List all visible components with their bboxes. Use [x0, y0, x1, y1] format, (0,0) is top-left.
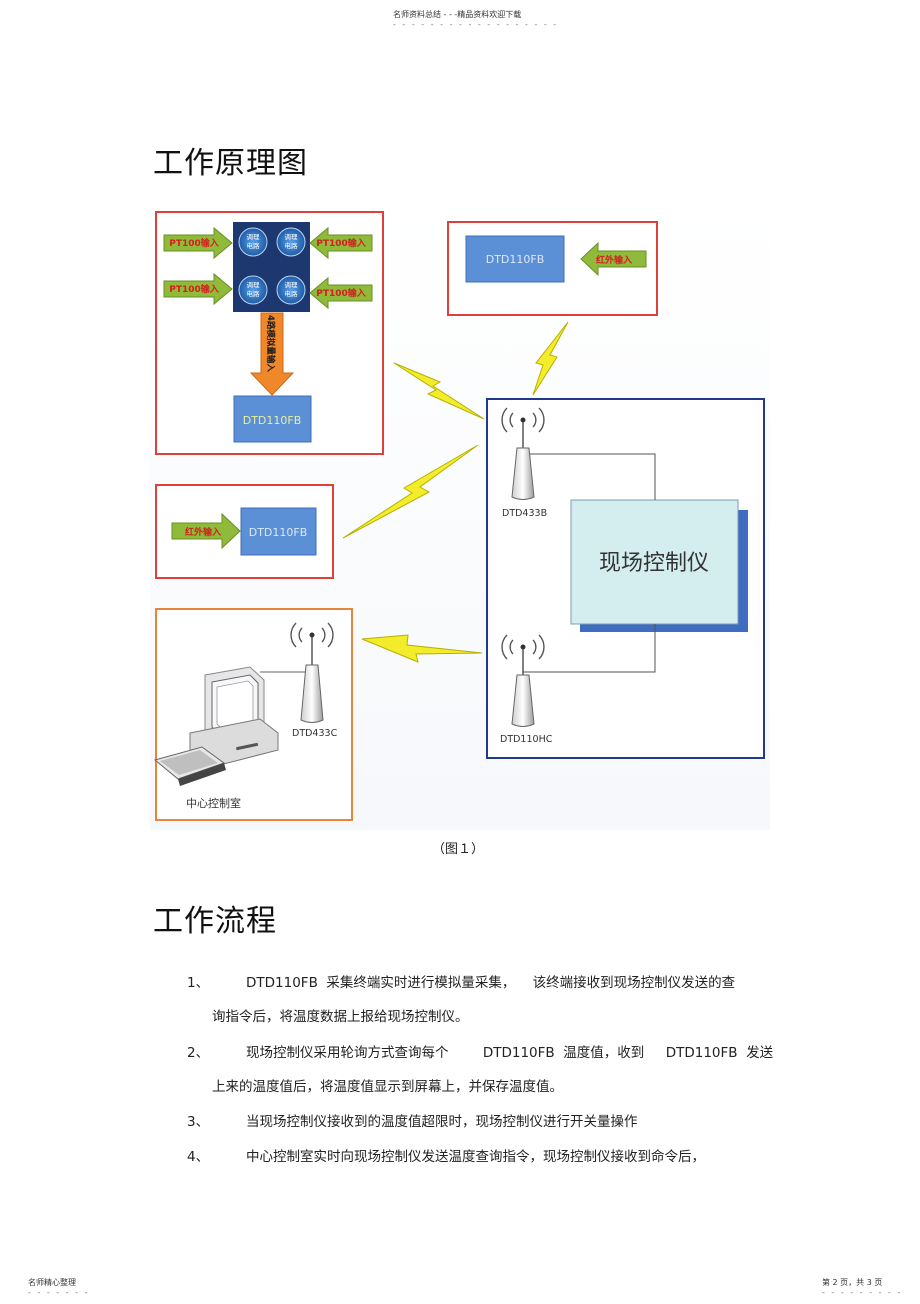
svg-text:电路: 电路 — [247, 241, 261, 250]
page-header: 名师资料总结 - - -精品资料欢迎下载 — [393, 10, 522, 19]
step-number: 4、 — [187, 1149, 210, 1165]
field-controller-label: 现场控制仪 — [599, 551, 709, 576]
center-room-label: 中心控制室 — [186, 796, 241, 810]
section-title-workflow: 工作流程 — [153, 904, 277, 939]
svg-text:调理: 调理 — [247, 280, 261, 289]
conditioning-circuit: 调理 电路 — [276, 275, 306, 305]
header-dots: - - - - - - - - - - - - - - - - - - — [393, 20, 559, 29]
wireless-link-icon — [532, 321, 569, 396]
link-dtd110hc — [523, 624, 656, 673]
svg-text:红外输入: 红外输入 — [596, 254, 632, 266]
svg-text:PT100输入: PT100输入 — [169, 237, 219, 249]
svg-text:调理: 调理 — [247, 232, 261, 241]
ir-input-arrow: 红外输入 — [171, 512, 241, 550]
svg-text:调理: 调理 — [285, 280, 299, 289]
svg-text:电路: 电路 — [247, 289, 261, 298]
step-text-line: 询指令后，将温度数据上报给现场控制仪。 — [212, 1009, 469, 1025]
antenna-icon — [501, 407, 545, 500]
antenna-icon — [290, 622, 334, 723]
pt100-input-arrow: PT100输入 — [163, 272, 233, 306]
svg-text:PT100输入: PT100输入 — [316, 287, 366, 299]
dtd110fb-label: DTD110FB — [249, 526, 308, 539]
dtd110fb-terminal — [240, 507, 317, 556]
pt100-input-arrow: PT100输入 — [309, 276, 373, 310]
ir-input-arrow: 红外输入 — [580, 241, 647, 277]
dtd110hc-label: DTD110HC — [500, 734, 553, 745]
dtd110fb-label: DTD110FB — [486, 253, 545, 266]
step-text-line: DTD110FB 采集终端实时进行模拟量采集， 该终端接收到现场控制仪发送的查 — [246, 975, 736, 991]
dtd433b-label: DTD433B — [502, 508, 547, 519]
pt100-input-arrow: PT100输入 — [309, 226, 373, 260]
step-text-line: 上来的温度值后，将温度值显示到屏幕上，并保存温度值。 — [212, 1079, 563, 1095]
conditioning-circuit: 调理 电路 — [238, 275, 268, 305]
section-title-diagram: 工作原理图 — [153, 146, 308, 181]
conditioning-circuit: 调理 电路 — [276, 227, 306, 257]
svg-text:调理: 调理 — [285, 232, 299, 241]
svg-text:PT100输入: PT100输入 — [316, 237, 366, 249]
link-dtd433b — [523, 453, 656, 500]
dtd110fb-terminal — [233, 395, 312, 443]
pt100-input-arrow: PT100输入 — [163, 226, 233, 260]
figure-caption: （图１） — [432, 842, 485, 857]
dtd110fb-terminal — [465, 235, 565, 283]
step-text-line: 当现场控制仪接收到的温度值超限时，现场控制仪进行开关量操作 — [246, 1114, 638, 1130]
svg-text:电路: 电路 — [285, 289, 299, 298]
analog-input-arrow: 4路模拟量输入 — [249, 312, 295, 396]
wireless-link-icon — [393, 362, 485, 420]
conditioning-circuit: 调理 电路 — [238, 227, 268, 257]
svg-text:4路模拟量输入: 4路模拟量输入 — [265, 315, 276, 372]
footer-left-dots: - - - - - - - — [28, 1288, 90, 1297]
svg-text:红外输入: 红外输入 — [185, 526, 221, 538]
svg-text:PT100输入: PT100输入 — [169, 283, 219, 295]
svg-text:电路: 电路 — [285, 241, 299, 250]
wireless-link-icon — [342, 444, 479, 539]
footer-page-number: 第 2 页，共 3 页 — [822, 1278, 883, 1287]
computer-icon — [153, 666, 279, 786]
wireless-link-icon — [361, 634, 483, 663]
working-principle-diagram: 调理 电路 调理 电路 调理 电路 调理 电路 PT100输入 PT100输入 … — [150, 205, 770, 830]
field-controller-box — [570, 499, 739, 625]
antenna-icon — [501, 634, 545, 727]
step-number: 1、 — [187, 975, 210, 991]
footer-left: 名师精心整理 — [28, 1278, 76, 1287]
step-number: 3、 — [187, 1114, 210, 1130]
step-number: 2、 — [187, 1045, 210, 1061]
footer-right-dots: - - - - - - - - - — [822, 1288, 903, 1297]
dtd433c-label: DTD433C — [292, 728, 338, 739]
step-text-line: 中心控制室实时向现场控制仪发送温度查询指令，现场控制仪接收到命令后， — [246, 1149, 705, 1165]
step-text-line: 现场控制仪采用轮询方式查询每个 DTD110FB 温度值，收到 DTD110FB… — [246, 1045, 774, 1061]
dtd110fb-label: DTD110FB — [243, 414, 302, 427]
